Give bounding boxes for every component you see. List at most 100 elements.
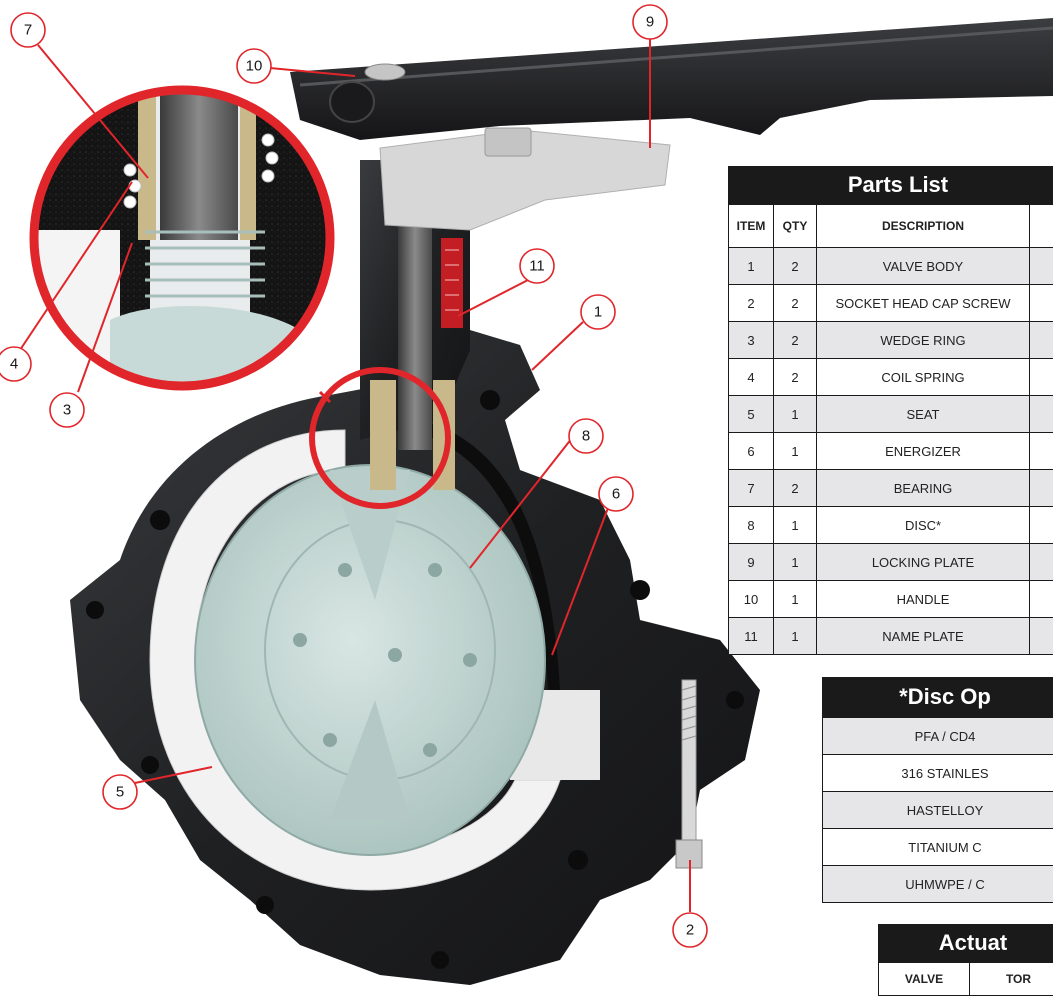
- part-item: 3: [729, 322, 774, 359]
- part-item: 9: [729, 544, 774, 581]
- disc-options-title: *Disc Op: [822, 677, 1053, 717]
- part-item: 1: [729, 248, 774, 285]
- svg-text:9: 9: [646, 14, 654, 31]
- part-extra: [1030, 359, 1053, 396]
- parts-list-title: Parts List: [728, 166, 1053, 204]
- disc-option: 316 STAINLES: [823, 755, 1053, 792]
- svg-text:5: 5: [116, 784, 124, 801]
- handle: [290, 18, 1053, 140]
- part-qty: 2: [774, 470, 817, 507]
- part-extra: [1030, 507, 1053, 544]
- part-item: 11: [729, 618, 774, 655]
- part-item: 6: [729, 433, 774, 470]
- svg-text:7: 7: [24, 22, 32, 39]
- col-qty: QTY: [774, 205, 817, 248]
- part-item: 10: [729, 581, 774, 618]
- part-item: 2: [729, 285, 774, 322]
- part-extra: [1030, 618, 1053, 655]
- part-description: BEARING: [817, 470, 1030, 507]
- part-description: SOCKET HEAD CAP SCREW: [817, 285, 1030, 322]
- svg-text:8: 8: [582, 428, 590, 445]
- part-item: 8: [729, 507, 774, 544]
- callout-10: 10: [237, 49, 271, 83]
- svg-text:1: 1: [594, 304, 602, 321]
- callout-3: 3: [50, 393, 84, 427]
- part-qty: 1: [774, 581, 817, 618]
- part-description: DISC*: [817, 507, 1030, 544]
- svg-text:3: 3: [63, 402, 71, 419]
- callout-4: 4: [0, 347, 31, 381]
- part-description: SEAT: [817, 396, 1030, 433]
- callout-5: 5: [103, 775, 137, 809]
- part-item: 7: [729, 470, 774, 507]
- svg-text:2: 2: [686, 922, 694, 939]
- callout-8: 8: [569, 419, 603, 453]
- part-qty: 1: [774, 507, 817, 544]
- part-qty: 1: [774, 618, 817, 655]
- col-valve: VALVE: [879, 963, 970, 996]
- part-description: WEDGE RING: [817, 322, 1030, 359]
- svg-text:11: 11: [529, 258, 545, 275]
- part-extra: [1030, 248, 1053, 285]
- part-extra: [1030, 544, 1053, 581]
- disc-option-row: PFA / CD4: [823, 718, 1053, 755]
- part-qty: 2: [774, 285, 817, 322]
- part-qty: 2: [774, 359, 817, 396]
- part-extra: [1030, 470, 1053, 507]
- part-qty: 2: [774, 322, 817, 359]
- callout-1: 1: [581, 295, 615, 329]
- disc-option: PFA / CD4: [823, 718, 1053, 755]
- disc-option: HASTELLOY: [823, 792, 1053, 829]
- callout-7: 7: [11, 13, 45, 47]
- part-extra: [1030, 396, 1053, 433]
- col-description: DESCRIPTION: [817, 205, 1030, 248]
- part-qty: 1: [774, 544, 817, 581]
- col-extra: [1030, 205, 1053, 248]
- svg-text:10: 10: [246, 58, 263, 75]
- part-extra: [1030, 433, 1053, 470]
- disc-option: UHMWPE / C: [823, 866, 1053, 903]
- disc-option-row: 316 STAINLES: [823, 755, 1053, 792]
- disc-option-row: UHMWPE / C: [823, 866, 1053, 903]
- part-qty: 1: [774, 433, 817, 470]
- col-torque: TOR: [970, 963, 1053, 996]
- locking-nut: [485, 128, 531, 156]
- part-item: 5: [729, 396, 774, 433]
- callout-11: 11: [520, 249, 554, 283]
- disc-option: TITANIUM C: [823, 829, 1053, 866]
- part-description: LOCKING PLATE: [817, 544, 1030, 581]
- part-item: 4: [729, 359, 774, 396]
- part-extra: [1030, 285, 1053, 322]
- svg-text:6: 6: [612, 486, 620, 503]
- callout-6: 6: [599, 477, 633, 511]
- disc: [195, 465, 545, 855]
- part-qty: 2: [774, 248, 817, 285]
- part-description: ENERGIZER: [817, 433, 1030, 470]
- actuation-table: Actuat VALVE TOR: [878, 924, 1053, 994]
- svg-text:4: 4: [10, 356, 18, 373]
- part-description: VALVE BODY: [817, 248, 1030, 285]
- actuation-title: Actuat: [878, 924, 1053, 962]
- part-description: NAME PLATE: [817, 618, 1030, 655]
- disc-option-row: TITANIUM C: [823, 829, 1053, 866]
- part-description: HANDLE: [817, 581, 1030, 618]
- callout-9: 9: [633, 5, 667, 39]
- disc-option-row: HASTELLOY: [823, 792, 1053, 829]
- callout-2: 2: [673, 913, 707, 947]
- part-description: COIL SPRING: [817, 359, 1030, 396]
- part-extra: [1030, 322, 1053, 359]
- col-item: ITEM: [729, 205, 774, 248]
